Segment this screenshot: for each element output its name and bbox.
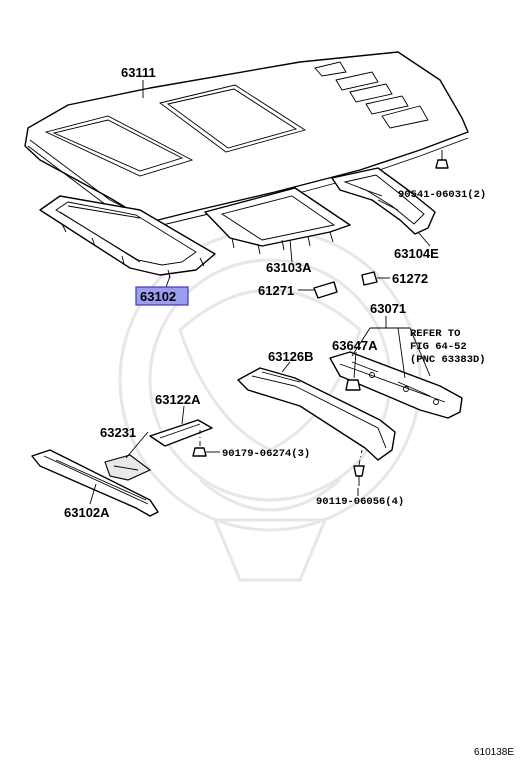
leader-63231 <box>125 431 149 459</box>
leader-63126B <box>281 361 291 373</box>
reference-note-line3: (PNC 63383D) <box>410 354 486 366</box>
frame-63103A[interactable] <box>204 187 351 255</box>
label-61272[interactable]: 61272 <box>392 271 428 286</box>
bracket-61272[interactable] <box>361 271 378 286</box>
bracket-61271[interactable] <box>313 281 338 299</box>
label-63111[interactable]: 63111 <box>121 65 156 80</box>
header-63102A[interactable] <box>31 449 159 517</box>
label-90541[interactable]: 90541-06031(2) <box>398 189 486 201</box>
label-90179[interactable]: 90179-06274(3) <box>222 448 310 460</box>
reference-note: REFER TO FIG 64-52 (PNC 63383D) <box>410 328 486 366</box>
leader-63103A <box>289 239 293 263</box>
clip-90541[interactable] <box>435 150 449 169</box>
dash-90119 <box>358 449 363 466</box>
reference-note-line2: FIG 64-52 <box>410 341 467 353</box>
label-63102[interactable]: 63102 <box>140 289 176 304</box>
label-63126B[interactable]: 63126B <box>268 349 314 364</box>
clip-63647A[interactable] <box>345 379 361 391</box>
rail-63071[interactable] <box>329 351 463 419</box>
leader-63122A <box>181 405 185 425</box>
label-63102A[interactable]: 63102A <box>64 505 110 520</box>
label-63231[interactable]: 63231 <box>100 425 136 440</box>
leader-63102A <box>89 483 97 505</box>
label-63103A[interactable]: 63103A <box>266 260 312 275</box>
figure-code: 610138E <box>474 747 514 758</box>
bolt-90119[interactable] <box>353 465 365 486</box>
label-63647A[interactable]: 63647A <box>332 338 378 353</box>
bracket-63122A[interactable] <box>149 419 213 447</box>
leader-63071 <box>351 316 431 379</box>
label-63104E[interactable]: 63104E <box>394 246 439 261</box>
label-63122A[interactable]: 63122A <box>155 392 201 407</box>
sunroof-frame-63102[interactable] <box>39 195 216 279</box>
pad-63231[interactable] <box>104 454 152 481</box>
rear-rail-63104E[interactable] <box>331 167 436 235</box>
reference-note-line1: REFER TO <box>410 328 460 340</box>
leader-63647A <box>353 351 357 379</box>
highlight-63102 <box>135 286 189 306</box>
leader-63104E <box>417 231 431 247</box>
rail-63126B[interactable] <box>237 367 396 461</box>
label-90119[interactable]: 90119-06056(4) <box>316 496 404 508</box>
label-63071[interactable]: 63071 <box>370 301 406 316</box>
label-61271[interactable]: 61271 <box>258 283 294 298</box>
roof-panel-63111[interactable] <box>24 51 469 229</box>
nut-90179[interactable] <box>192 447 207 457</box>
